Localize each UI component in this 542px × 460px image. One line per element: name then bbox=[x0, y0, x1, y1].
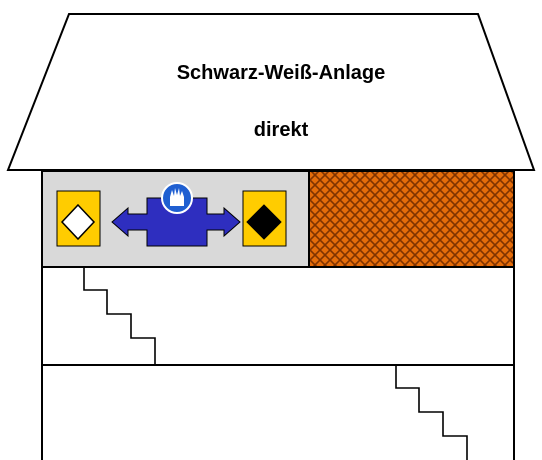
middle-floor bbox=[41, 267, 515, 366]
bottom-floor bbox=[41, 365, 515, 460]
white-diamond-icon bbox=[56, 190, 101, 247]
staircase-lower bbox=[395, 365, 468, 460]
roof: Schwarz-Weiß-Anlage direkt bbox=[6, 13, 536, 171]
hand-protection-sign-icon bbox=[161, 182, 193, 214]
top-floor bbox=[41, 170, 515, 268]
contaminated-area-hatched bbox=[308, 170, 515, 268]
staircase-upper bbox=[83, 267, 156, 365]
double-arrow-icon bbox=[111, 197, 241, 247]
black-diamond-icon bbox=[242, 190, 287, 247]
roof-subtitle: direkt bbox=[254, 119, 309, 141]
roof-shape bbox=[6, 13, 536, 171]
roof-title: Schwarz-Weiß-Anlage bbox=[177, 62, 386, 84]
